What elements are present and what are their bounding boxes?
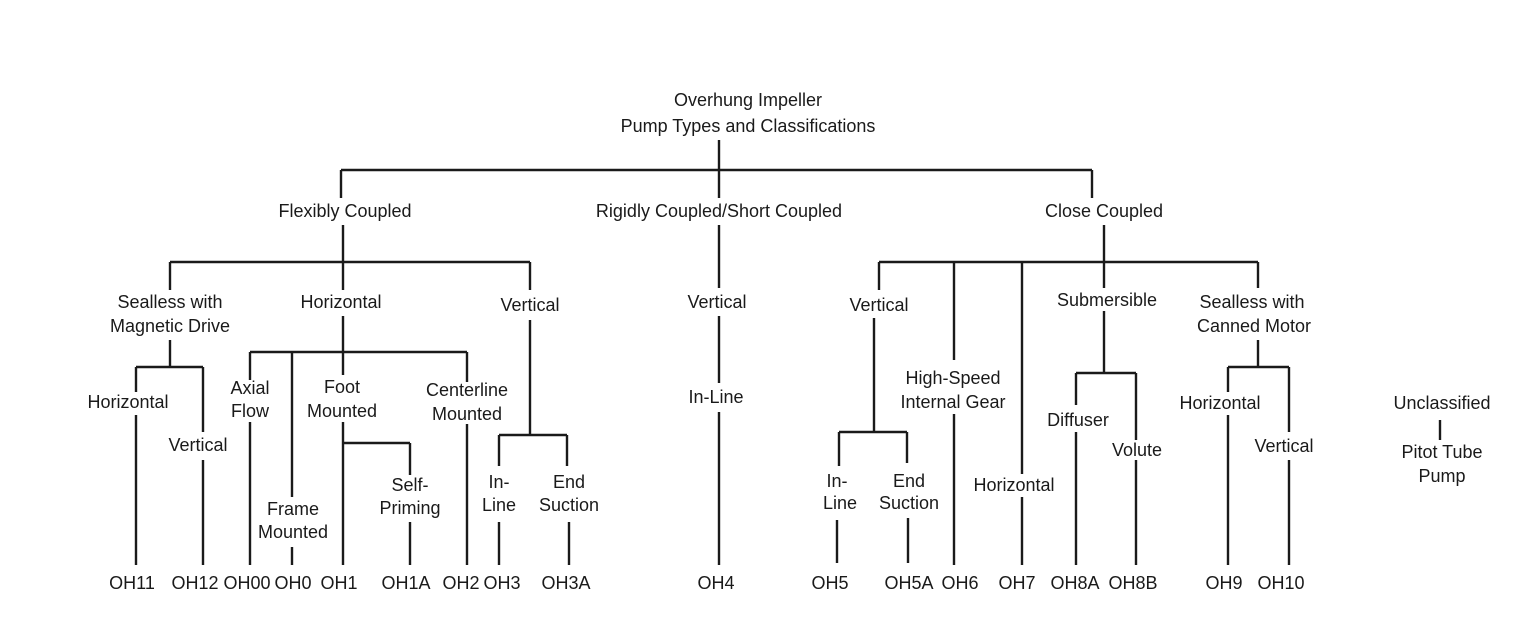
node-high-speed-2: Internal Gear xyxy=(900,392,1005,412)
node-rigidly-coupled: Rigidly Coupled/Short Coupled xyxy=(596,201,842,221)
pump-code-oh12: OH12 xyxy=(171,573,218,593)
pump-code-oh10: OH10 xyxy=(1257,573,1304,593)
node-close-coupled: Close Coupled xyxy=(1045,201,1163,221)
node-volute: Volute xyxy=(1112,440,1162,460)
node-canned-vertical: Vertical xyxy=(1254,436,1313,456)
node-axial-flow-2: Flow xyxy=(231,401,270,421)
node-flex-end-suction-1: End xyxy=(553,472,585,492)
node-sealless-canned-line1: Sealless with xyxy=(1199,292,1304,312)
node-flex-inline-1: In- xyxy=(488,472,509,492)
node-canned-horizontal: Horizontal xyxy=(1179,393,1260,413)
node-rigid-inline: In-Line xyxy=(688,387,743,407)
pump-code-oh6: OH6 xyxy=(941,573,978,593)
connector-lines xyxy=(134,140,1442,565)
node-centerline-2: Mounted xyxy=(432,404,502,424)
node-close-end-suction-2: Suction xyxy=(879,493,939,513)
node-flex-horizontal: Horizontal xyxy=(300,292,381,312)
node-close-end-suction-1: End xyxy=(893,471,925,491)
node-flex-vertical: Vertical xyxy=(500,295,559,315)
pump-code-oh2: OH2 xyxy=(442,573,479,593)
pump-code-oh00: OH00 xyxy=(223,573,270,593)
pump-code-oh8a: OH8A xyxy=(1050,573,1099,593)
node-foot-mounted-2: Mounted xyxy=(307,401,377,421)
node-self-priming-1: Self- xyxy=(391,475,428,495)
pump-code-oh3: OH3 xyxy=(483,573,520,593)
node-pitot-2: Pump xyxy=(1418,466,1465,486)
pump-code-oh11: OH11 xyxy=(109,573,155,593)
node-high-speed-1: High-Speed xyxy=(905,368,1000,388)
pump-code-oh8b: OH8B xyxy=(1108,573,1157,593)
node-diffuser: Diffuser xyxy=(1047,410,1109,430)
node-self-priming-2: Priming xyxy=(379,498,440,518)
pump-code-oh4: OH4 xyxy=(697,573,734,593)
title-line1: Overhung Impeller xyxy=(674,90,822,110)
node-axial-flow-1: Axial xyxy=(230,378,269,398)
node-foot-mounted-1: Foot xyxy=(324,377,360,397)
pump-code-oh5a: OH5A xyxy=(884,573,933,593)
pump-code-oh3a: OH3A xyxy=(541,573,590,593)
node-frame-mounted-2: Mounted xyxy=(258,522,328,542)
pump-code-oh0: OH0 xyxy=(274,573,311,593)
node-sealless-horizontal: Horizontal xyxy=(87,392,168,412)
pump-code-oh9: OH9 xyxy=(1205,573,1242,593)
pump-code-oh1: OH1 xyxy=(320,573,357,593)
node-flex-inline-2: Line xyxy=(482,495,516,515)
pump-code-oh1a: OH1A xyxy=(381,573,430,593)
node-flex-end-suction-2: Suction xyxy=(539,495,599,515)
node-close-vertical: Vertical xyxy=(849,295,908,315)
node-close-inline-2: Line xyxy=(823,493,857,513)
node-unclassified: Unclassified xyxy=(1393,393,1490,413)
pump-code-oh5: OH5 xyxy=(811,573,848,593)
node-close-horizontal: Horizontal xyxy=(973,475,1054,495)
node-close-inline-1: In- xyxy=(826,471,847,491)
node-sealless-magnetic-line2: Magnetic Drive xyxy=(110,316,230,336)
node-rigid-vertical: Vertical xyxy=(687,292,746,312)
title-line2: Pump Types and Classifications xyxy=(621,116,876,136)
node-sealless-magnetic-line1: Sealless with xyxy=(117,292,222,312)
pump-code-oh7: OH7 xyxy=(998,573,1035,593)
node-centerline-1: Centerline xyxy=(426,380,508,400)
node-frame-mounted-1: Frame xyxy=(267,499,319,519)
node-sealless-canned-line2: Canned Motor xyxy=(1197,316,1311,336)
node-sealless-vertical: Vertical xyxy=(168,435,227,455)
node-submersible: Submersible xyxy=(1057,290,1157,310)
node-flexibly-coupled: Flexibly Coupled xyxy=(278,201,411,221)
node-pitot-1: Pitot Tube xyxy=(1401,442,1482,462)
